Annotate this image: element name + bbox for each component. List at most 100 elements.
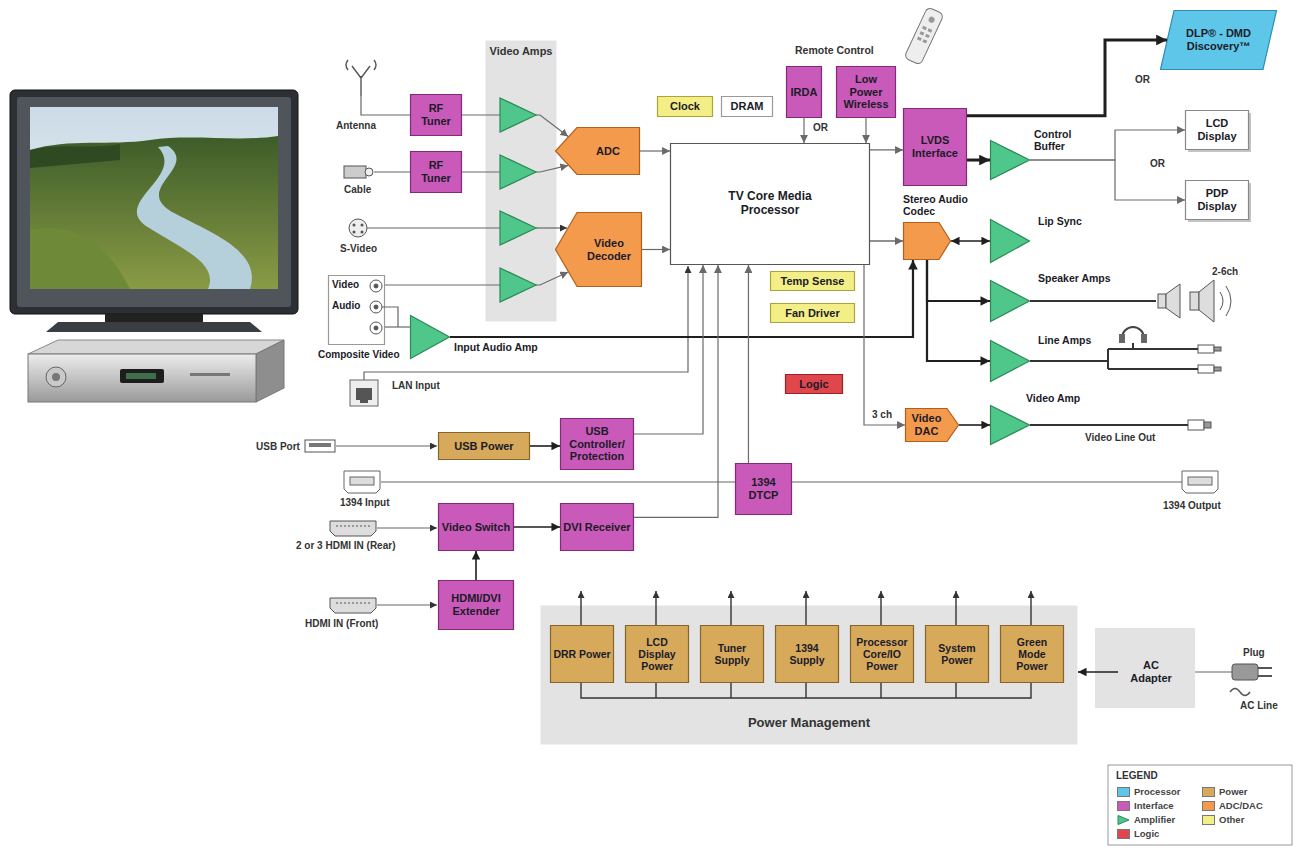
node-label: Audio xyxy=(332,300,360,312)
legend-swatch xyxy=(1202,787,1215,797)
ac-band xyxy=(1095,628,1195,708)
node-text: RF Tuner xyxy=(413,159,459,184)
connector xyxy=(640,150,670,151)
remote-icon xyxy=(904,7,944,65)
firewire-icon xyxy=(1188,477,1212,485)
connector xyxy=(530,445,560,447)
label-holder: Video Line Out xyxy=(1085,432,1155,444)
rca-jack xyxy=(370,280,382,334)
node-text: Video Switch xyxy=(442,521,510,534)
node-label: Video xyxy=(332,279,359,291)
node-shape xyxy=(439,433,530,460)
set-top-box xyxy=(46,367,66,387)
plug-icon xyxy=(1258,668,1272,676)
signal-label: 2-6ch xyxy=(1212,266,1238,278)
connector xyxy=(642,249,670,250)
node-text: HDMI/DVI Extender xyxy=(441,592,511,617)
node-shape xyxy=(991,341,1030,382)
process-box: USB Power xyxy=(438,432,530,460)
group-band: Video Amps xyxy=(485,40,557,322)
lan-icon xyxy=(350,380,378,406)
node-text: Video Decoder xyxy=(579,237,639,262)
node-shape xyxy=(904,109,967,186)
signal-label: Cable xyxy=(344,184,371,196)
signal-wire xyxy=(790,481,1182,482)
node-outline xyxy=(485,40,557,322)
remote-icon xyxy=(925,34,930,38)
process-box: HDMI/DVI Extender xyxy=(438,580,514,630)
node-text: LCD Display xyxy=(1188,117,1246,142)
signal-wire xyxy=(536,227,567,228)
process-box: Video Switch xyxy=(438,503,514,551)
node-shape xyxy=(439,581,514,630)
node-shape xyxy=(837,67,896,118)
label-holder: USB Port xyxy=(256,441,300,453)
node-outline xyxy=(990,219,1030,263)
set-top-box xyxy=(190,373,230,376)
power-rail xyxy=(1030,591,1031,625)
amplifier: Line Amps xyxy=(990,340,1030,382)
connector xyxy=(864,265,905,425)
speaker-icon xyxy=(1158,280,1231,322)
remote-icon xyxy=(904,7,944,65)
edge-label: 3 ch xyxy=(870,409,894,421)
svideo-icon xyxy=(349,219,367,237)
node-shape xyxy=(551,626,614,683)
node-shape xyxy=(991,406,1030,445)
power-rail xyxy=(955,591,956,625)
node-shape xyxy=(439,504,514,551)
node-shape xyxy=(411,152,462,193)
power-rail xyxy=(805,591,806,625)
firewire-icon xyxy=(344,471,380,493)
antenna-icon xyxy=(346,60,376,70)
converter-block: Stereo Audio Codec xyxy=(903,222,951,260)
signal-label: LEGEND xyxy=(1116,770,1158,782)
node-shape xyxy=(626,626,689,683)
connector xyxy=(634,265,703,434)
firewire-icon xyxy=(350,477,374,485)
process-box: DRR Power xyxy=(550,625,614,683)
node-shape xyxy=(787,67,822,118)
connector xyxy=(967,159,990,162)
legend-text: Other xyxy=(1219,814,1244,825)
node-shape xyxy=(556,213,642,287)
label-holder: Plug xyxy=(1243,647,1265,659)
node-text: USB Power xyxy=(454,440,513,453)
node-shape xyxy=(991,141,1030,180)
legend-text: Amplifier xyxy=(1134,814,1175,825)
node-shape xyxy=(411,316,450,359)
process-box: AC Adapter xyxy=(1118,655,1184,689)
node-shape xyxy=(771,304,855,323)
connector xyxy=(748,265,749,463)
signal-label: 1394 Input xyxy=(340,497,389,509)
node-text: Low Power Wireless xyxy=(839,73,893,111)
output-wire xyxy=(1030,343,1198,369)
node-text: Green Mode Power xyxy=(1003,636,1061,672)
usb-icon xyxy=(305,440,335,452)
connector xyxy=(967,40,1167,116)
process-box: 1394 Supply xyxy=(775,625,839,683)
node-text: Power Management xyxy=(748,716,870,731)
converter-block: ADC xyxy=(555,127,640,175)
node-text: Clock xyxy=(670,100,700,113)
lan-icon xyxy=(356,388,372,403)
set-top-box xyxy=(52,373,60,381)
connector xyxy=(927,260,990,361)
signal-wire xyxy=(377,604,437,605)
signal-wire xyxy=(367,227,500,228)
process-box: USB Controller/ Protection xyxy=(560,418,634,470)
legend-text: Power xyxy=(1219,786,1248,797)
node-shape xyxy=(486,41,557,322)
node-shape xyxy=(701,626,764,683)
node-shape xyxy=(786,375,843,394)
node-shape xyxy=(1186,181,1249,220)
signal-wire xyxy=(361,96,410,115)
process-box: Logic xyxy=(785,374,843,394)
legend-sample xyxy=(1117,815,1130,825)
node-label: Composite Video xyxy=(318,349,400,361)
label-holder: OR xyxy=(1150,158,1165,170)
tv-illustration xyxy=(30,228,130,289)
node-text: Fan Driver xyxy=(785,307,839,320)
connector xyxy=(1078,671,1118,673)
